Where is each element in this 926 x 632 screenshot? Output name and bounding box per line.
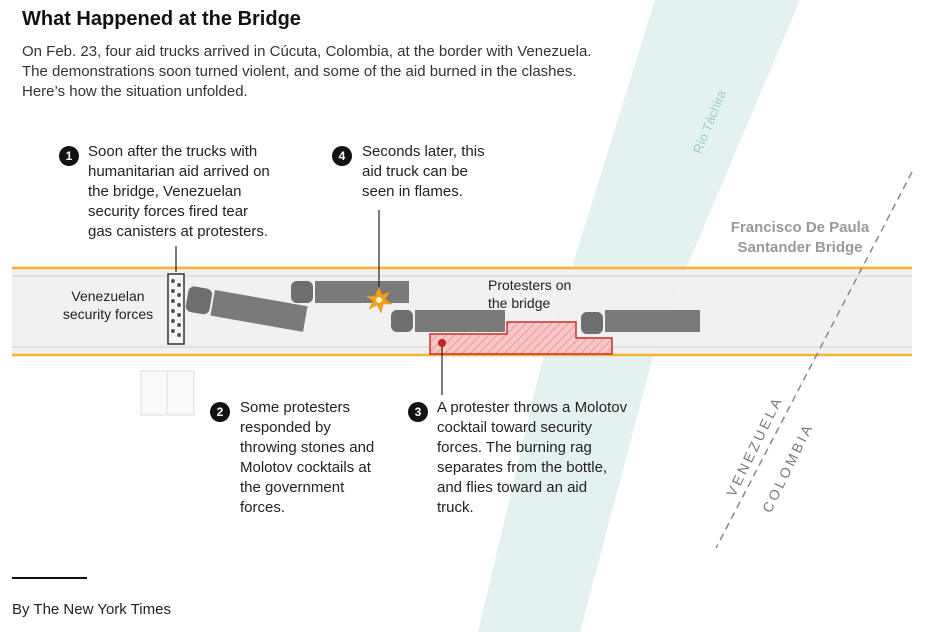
- label-line: Francisco De Paula: [730, 219, 870, 236]
- step-1-marker: 1: [59, 146, 79, 166]
- aid-truck-4: [581, 310, 700, 334]
- building-outline: [140, 370, 195, 416]
- annotation-line: security forces fired tear: [88, 203, 249, 220]
- step-1-annotation: Soon after the trucks with humanitarian …: [88, 142, 270, 242]
- annotation-line: Molotov cocktails at: [240, 459, 371, 476]
- security-forces-people: [171, 279, 181, 337]
- annotation-line: responded by: [240, 419, 331, 436]
- label-line: security forces: [62, 306, 154, 322]
- protesters-label: Protesters on the bridge: [488, 276, 571, 312]
- fire-core: [376, 297, 382, 303]
- label-line: Santander Bridge: [737, 239, 863, 256]
- step-3-annotation: A protester throws a Molotov cocktail to…: [437, 398, 627, 518]
- annotation-line: separates from the bottle,: [437, 459, 608, 476]
- annotation-line: the government: [240, 479, 345, 496]
- credit-text: By The New York Times: [12, 601, 171, 618]
- step-3-marker: 3: [408, 402, 428, 422]
- step-4-marker: 4: [332, 146, 352, 166]
- annotation-line: humanitarian aid arrived on: [88, 163, 270, 180]
- intro-line: On Feb. 23, four aid trucks arrived in C…: [22, 43, 592, 60]
- protesters-zone: [429, 321, 613, 355]
- annotation-line: A protester throws a Molotov: [437, 399, 628, 416]
- intro-line: Here’s how the situation unfolded.: [22, 83, 248, 100]
- aid-truck-3: [391, 310, 505, 332]
- annotation-line: throwing stones and: [240, 439, 375, 456]
- step-2-annotation: Some protesters responded by throwing st…: [240, 398, 374, 518]
- annotation-line: the bridge, Venezuelan: [88, 183, 242, 200]
- annotation-line: Some protesters: [240, 399, 351, 416]
- annotation-line: forces.: [240, 499, 286, 516]
- intro-line: The demonstrations soon turned violent, …: [22, 63, 577, 80]
- border-line: [715, 171, 913, 549]
- annotation-line: and flies toward an aid: [437, 479, 588, 496]
- step-2-marker: 2: [210, 402, 230, 422]
- bridge-name-label: Francisco De Paula Santander Bridge: [720, 218, 880, 258]
- label-line: Protesters on: [488, 277, 572, 293]
- security-forces-barrier: [167, 273, 185, 345]
- annotation-line: aid truck can be: [362, 163, 468, 180]
- page-title: What Happened at the Bridge: [22, 8, 301, 30]
- annotation-line: gas canisters at protesters.: [88, 223, 269, 240]
- annotation-line: cocktail toward security: [437, 419, 593, 436]
- protester-marker: [438, 339, 446, 347]
- annotation-line: forces. The burning rag: [437, 439, 592, 456]
- annotation-line: Soon after the trucks with: [88, 143, 258, 160]
- security-forces-label: Venezuelan security forces: [52, 287, 164, 323]
- annotation-line: seen in flames.: [362, 183, 463, 200]
- aid-truck-1: [185, 286, 308, 332]
- annotation-line: truck.: [437, 499, 474, 516]
- intro-text: On Feb. 23, four aid trucks arrived in C…: [22, 42, 682, 102]
- step-4-annotation: Seconds later, this aid truck can be see…: [362, 142, 485, 202]
- label-line: the bridge: [488, 295, 551, 311]
- annotation-line: Seconds later, this: [362, 143, 485, 160]
- credit-rule: [12, 577, 87, 579]
- aid-truck-2-burning: [291, 281, 409, 303]
- label-line: Venezuelan: [71, 288, 145, 304]
